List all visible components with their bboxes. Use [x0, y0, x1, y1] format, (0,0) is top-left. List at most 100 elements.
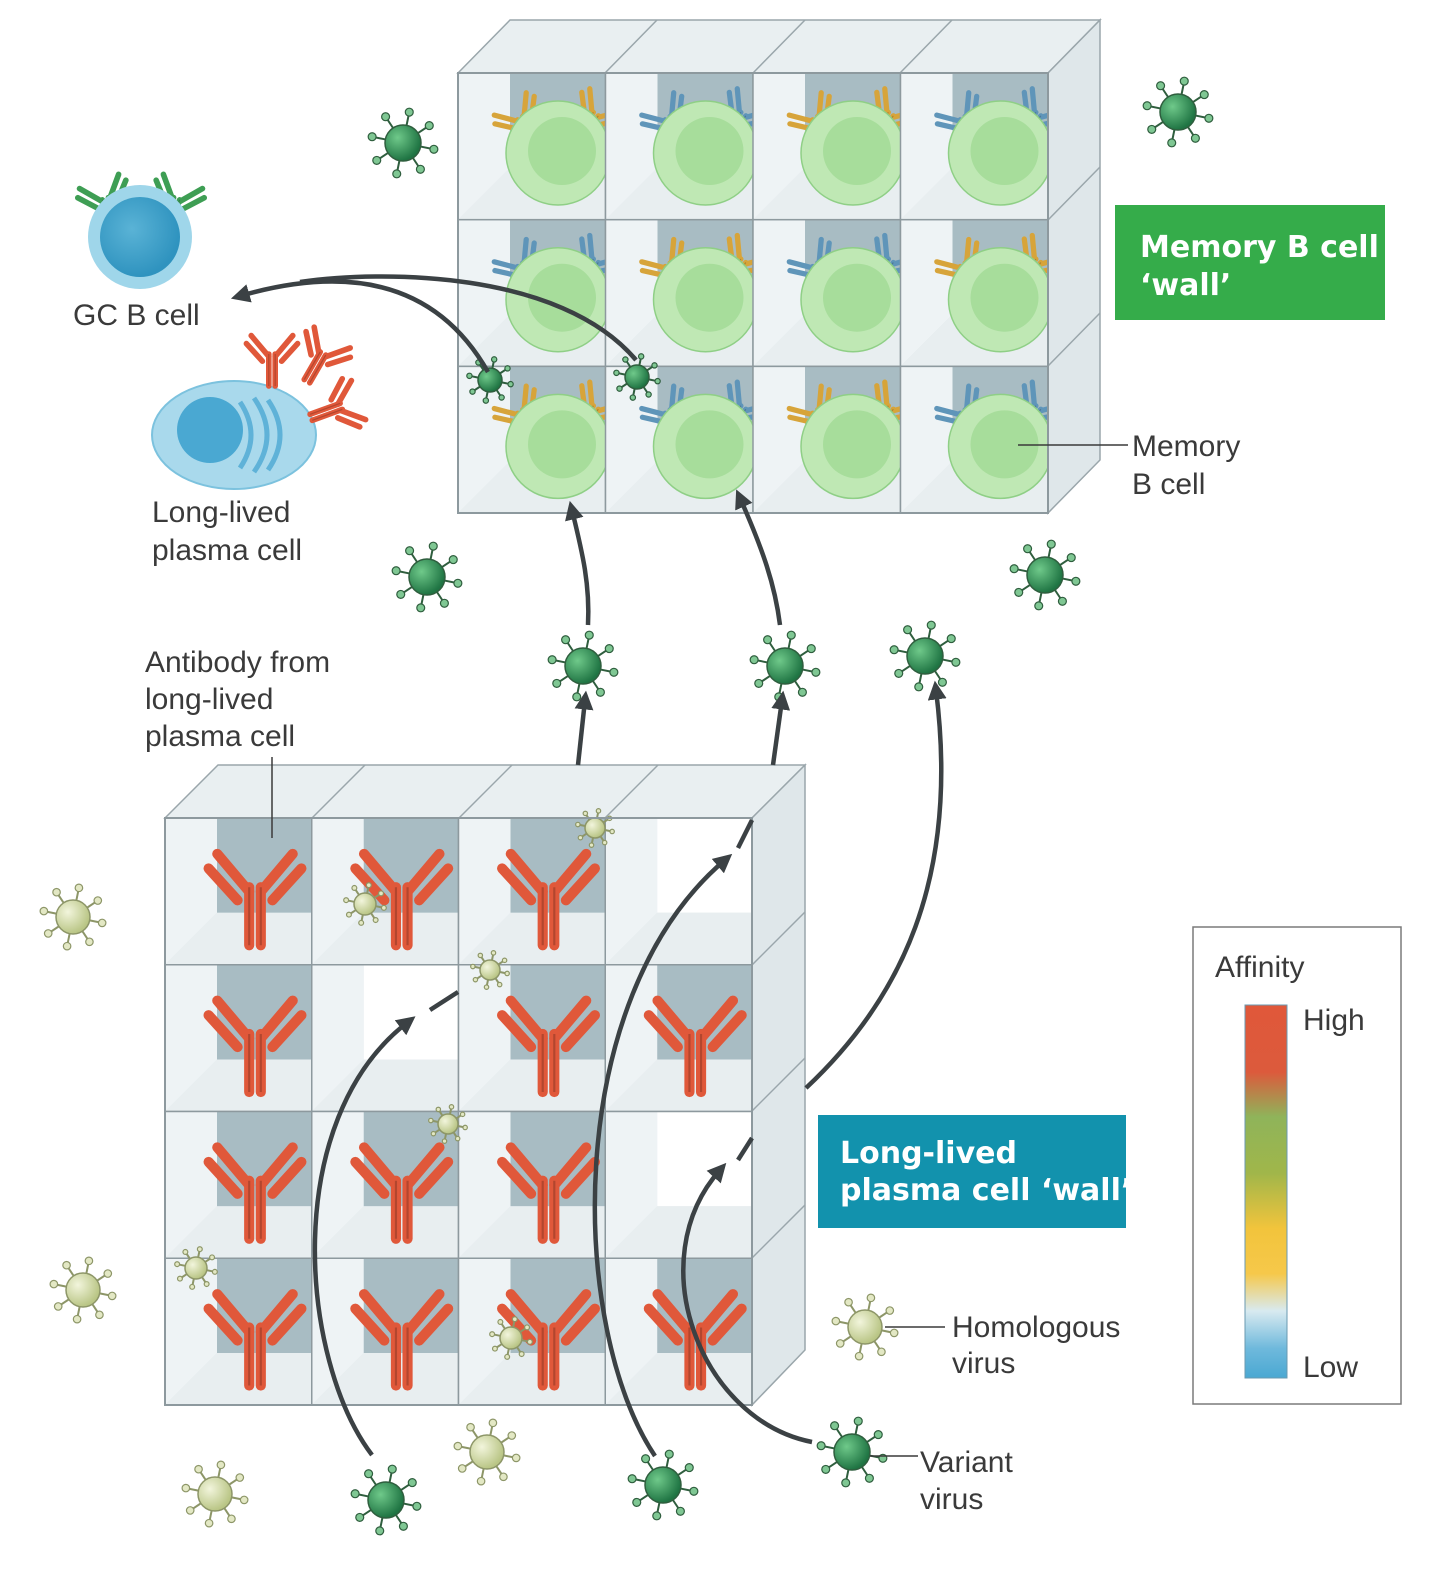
plasma-wall-compartment [604, 1257, 753, 1406]
memory-b-cell [947, 100, 1048, 206]
variant-virus-label-line1: Variant [920, 1446, 1013, 1479]
memory-b-cell [800, 393, 906, 500]
memory-wall-compartment [752, 73, 920, 221]
plasma-antibody [203, 1142, 307, 1244]
variant-virus-label-line2: virus [920, 1483, 983, 1516]
plasma-antibody [497, 848, 600, 951]
memory-b-cell [652, 393, 759, 500]
plasma-wall-compartment [164, 817, 313, 966]
plasma-wall-label-line1: Long-lived [840, 1136, 1017, 1171]
homologous-virus [575, 808, 615, 848]
plasma-antibody [497, 1142, 600, 1244]
homologous-virus [39, 883, 107, 951]
memory-wall-compartment [458, 73, 625, 221]
plasma-wall-compartment [604, 817, 753, 966]
arrow-to-gc-b-cell [230, 279, 490, 374]
variant-virus [627, 1449, 699, 1521]
homologous-virus-label-line1: Homologous [952, 1311, 1120, 1344]
homologous-virus [831, 1293, 899, 1361]
plasma-wall-compartment [311, 817, 460, 966]
antibody-label-line2: long-lived [145, 683, 273, 716]
plasma-antibody [350, 1142, 454, 1244]
plasma-wall-compartment [311, 1110, 460, 1259]
plasma-wall-compartment [164, 1257, 313, 1406]
memory-b-cell [947, 393, 1048, 500]
arrow-to-memory-2 [735, 489, 783, 626]
leader-lines [271, 444, 1128, 1457]
gc-b-cell-label: GC B cell [73, 299, 200, 332]
arrow-variant-3 [681, 1162, 813, 1445]
memory-b-cell [505, 393, 611, 500]
variant-virus [1142, 76, 1214, 148]
plasma-wall-compartment [457, 964, 606, 1113]
plasma-wall-compartment [311, 964, 460, 1113]
plasma-wall-compartment [311, 1257, 460, 1406]
homologous-virus-label-line2: virus [952, 1347, 1015, 1380]
arrow-variant-2 [592, 853, 733, 1458]
memory-wall-label-line1: Memory B cell [1140, 230, 1379, 265]
memory-b-cell [505, 246, 611, 353]
affinity-gradient-bar [1244, 1004, 1288, 1379]
legend-title: Affinity [1215, 951, 1305, 984]
homologous-virus [470, 950, 510, 990]
homologous-virus [428, 1104, 468, 1144]
variant-virus [749, 630, 821, 702]
variant-virus [466, 356, 514, 404]
memory-b-cell-wall [456, 18, 1102, 515]
memory-wall-compartment [604, 365, 772, 513]
plasma-antibody [643, 1289, 747, 1391]
plasma-antibody [203, 1289, 307, 1391]
arrow-variant-2b [735, 818, 755, 850]
memory-b-cell [652, 100, 759, 206]
legend-low: Low [1303, 1351, 1358, 1384]
plasma-antibody [497, 1289, 600, 1391]
arrow-variant-1 [312, 1016, 416, 1457]
variant-virus [391, 541, 463, 613]
plasma-wall-compartment [164, 1110, 313, 1259]
plasma-wall-compartment [164, 964, 313, 1113]
plasma-antibody [643, 995, 747, 1098]
memory-b-cell [505, 100, 611, 206]
secreted-antibodies [243, 324, 369, 430]
affinity-legend: Affinity High Low [1192, 926, 1402, 1405]
variant-virus [889, 620, 961, 692]
plasma-wall-compartment [457, 1257, 606, 1406]
memory-wall-label-box: Memory B cell ‘wall’ [1115, 205, 1385, 320]
plasma-wall-compartment [457, 1110, 606, 1259]
memory-b-cell-label-line1: Memory [1132, 430, 1240, 463]
variant-virus [350, 1464, 422, 1536]
homologous-virus [489, 1316, 533, 1360]
viruses [39, 76, 1214, 1536]
plasma-wall-compartment [604, 964, 753, 1113]
antibody-label-line1: Antibody from [145, 646, 330, 679]
arrow-plasma-out-1 [574, 690, 594, 766]
plasma-wall-compartment [604, 1110, 753, 1259]
memory-wall-compartment [458, 365, 625, 513]
long-lived-plasma-cell [151, 380, 317, 490]
memory-wall-compartment [899, 365, 1048, 513]
variant-virus [816, 1416, 888, 1488]
arrow-plasma-out-2 [770, 690, 791, 766]
secreted-antibody [243, 332, 301, 389]
memory-wall-label-line2: ‘wall’ [1140, 268, 1231, 303]
memory-b-cell [800, 100, 906, 206]
gc-b-cell [74, 171, 208, 289]
arrow-escape-3 [804, 680, 947, 1090]
plasma-wall-label-box: Long-lived plasma cell ‘wall’ [818, 1115, 1132, 1228]
memory-wall-compartment [458, 218, 625, 368]
plasma-antibody [350, 1289, 454, 1391]
arrow-variant-1b [428, 990, 460, 1012]
memory-b-cell [800, 246, 906, 353]
memory-wall-compartment [752, 218, 920, 368]
memory-wall-compartment [604, 73, 772, 221]
secreted-antibody [307, 375, 369, 430]
plasma-cell-label-line2: plasma cell [152, 534, 302, 567]
plasma-antibody [203, 848, 307, 951]
plasma-wall-compartment [457, 817, 606, 966]
homologous-virus [181, 1460, 249, 1528]
homologous-virus [453, 1418, 521, 1486]
arrow-variant-3b [736, 1136, 754, 1162]
plasma-antibody [497, 995, 600, 1098]
memory-b-cell-label-line2: B cell [1132, 468, 1205, 501]
